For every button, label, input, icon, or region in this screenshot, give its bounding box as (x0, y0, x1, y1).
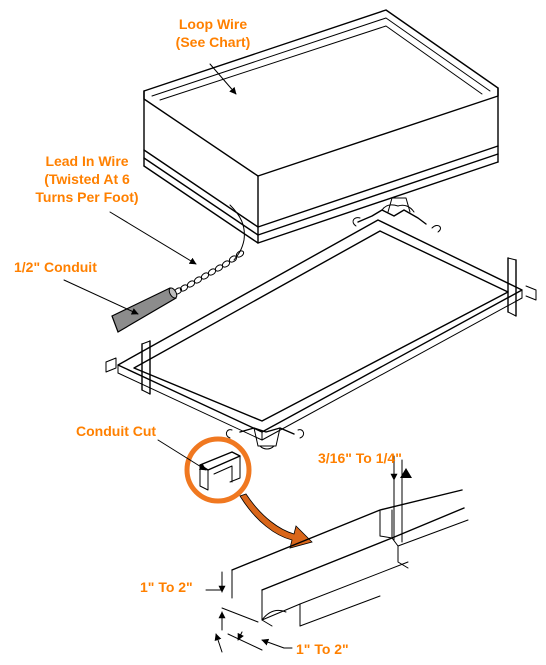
label-depth-left: 1" To 2" (140, 579, 193, 595)
leader-conduit-cut (157, 439, 207, 471)
conduit-pipe (111, 287, 178, 333)
label-conduit: 1/2" Conduit (14, 259, 97, 275)
lead-in-wire-tail (229, 204, 245, 261)
label-lead-in-wire-2: (Twisted At 6 (44, 171, 130, 187)
loop-wire-coil (143, 9, 499, 244)
label-loop-wire-2: (See Chart) (176, 34, 251, 50)
label-lead-in-wire-3: Turns Per Foot) (35, 189, 138, 205)
slot-width-dimension (390, 455, 412, 543)
label-conduit-cut: Conduit Cut (76, 423, 156, 439)
depth-bottom-dimension (214, 631, 293, 653)
label-depth-bottom: 1" To 2" (296, 641, 349, 657)
conduit-cut-highlight-circle (184, 436, 252, 504)
leader-lead-in-wire (109, 211, 197, 265)
saw-cut-frame (105, 197, 537, 450)
label-loop-wire-1: Loop Wire (179, 16, 248, 32)
label-lead-in-wire-1: Lead In Wire (45, 153, 128, 169)
lead-in-wire-twist (173, 250, 245, 295)
leader-conduit (63, 279, 139, 315)
label-slot-width: 3/16" To 1/4" (318, 450, 402, 466)
leader-loop-wire (209, 63, 237, 95)
depth-left-dimension (205, 571, 226, 631)
enlarged-slot-detail (221, 489, 469, 651)
detail-arrow (239, 493, 313, 549)
conduit-cut-small (199, 451, 241, 491)
